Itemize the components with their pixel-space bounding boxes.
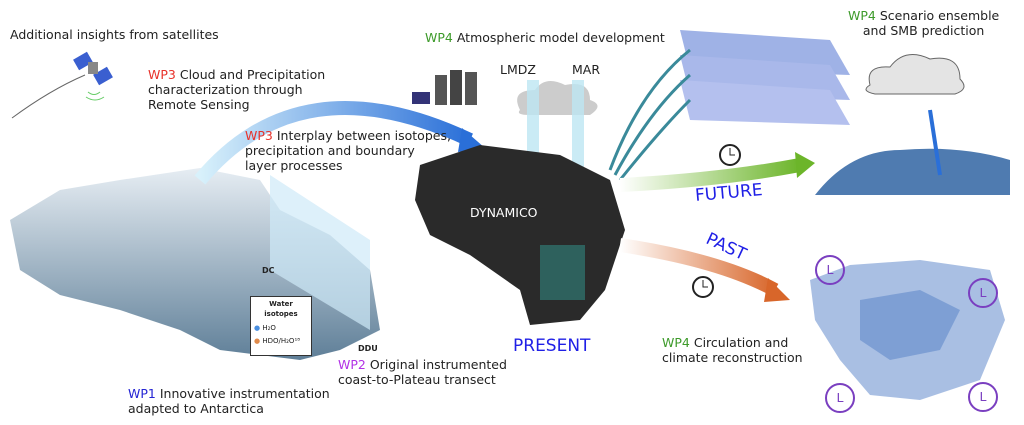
output-arrows xyxy=(608,48,692,181)
wp3-tag: WP3 xyxy=(148,67,176,82)
wp4-atmo-label: WP4 Atmospheric model development xyxy=(425,30,665,45)
past-arrow xyxy=(618,238,779,297)
wp3-interplay-label: WP3 Interplay between isotopes,precipita… xyxy=(245,128,451,173)
wp1-tag: WP1 xyxy=(128,386,156,401)
dc-station-label: DC xyxy=(262,266,275,275)
wp1-line: adapted to Antarctica xyxy=(128,401,264,416)
wp4-circulation-line: Circulation and xyxy=(693,335,789,350)
dynamico-label: DYNAMICO xyxy=(470,205,538,220)
transect-plane xyxy=(270,175,370,330)
model-layers xyxy=(680,30,850,125)
legend-item-hdo: ● HDO/H₂O¹⁸ xyxy=(254,336,311,346)
wp3-cloud-line: Remote Sensing xyxy=(148,97,250,112)
low-pressure-icon: L xyxy=(815,255,845,285)
wp3-interplay-line: Interplay between isotopes, xyxy=(276,128,451,143)
precipitation-arrow xyxy=(928,109,942,176)
wp4-atmo-text: Atmospheric model development xyxy=(456,30,665,45)
satellite-icon xyxy=(73,51,113,101)
wp4-tag: WP4 xyxy=(662,335,690,350)
wp4-tag: WP4 xyxy=(848,8,876,23)
regional-domain xyxy=(540,245,585,300)
wp4-scenario-line: Scenario ensemble xyxy=(879,8,1000,23)
wp3-tag: WP3 xyxy=(245,128,273,143)
low-pressure-icon: L xyxy=(968,382,998,412)
ddu-station-label: DDU xyxy=(358,344,378,353)
wp4-tag: WP4 xyxy=(425,30,453,45)
water-isotopes-legend: Water isotopes ● H₂O ● HDO/H₂O¹⁸ xyxy=(250,296,312,356)
legend-title: Water isotopes xyxy=(251,299,311,319)
future-arrow xyxy=(619,158,802,192)
wp4-scenario-line: and SMB prediction xyxy=(862,23,985,38)
blue-dot-icon: ● xyxy=(254,324,261,332)
orange-dot-icon: ● xyxy=(254,337,261,345)
legend-title-line: isotopes xyxy=(264,310,298,318)
clock-icon xyxy=(719,144,741,166)
wp2-line: Original instrumented xyxy=(369,357,507,372)
present-label: PRESENT xyxy=(513,336,591,356)
lmdz-label: LMDZ xyxy=(500,62,536,77)
low-pressure-icon: L xyxy=(968,278,998,308)
legend-item-label: HDO/H₂O¹⁸ xyxy=(262,337,301,345)
wp2-tag: WP2 xyxy=(338,357,366,372)
ice-sheet-cross-section xyxy=(815,148,1010,195)
legend-item-h2o: ● H₂O xyxy=(254,323,311,333)
wp3-arrow xyxy=(194,101,473,185)
legend-title-line: Water xyxy=(269,300,293,308)
wp3-cloud-line: Cloud and Precipitation xyxy=(179,67,326,82)
wp1-line: Innovative instrumentation xyxy=(159,386,330,401)
satellite-orbit xyxy=(11,74,86,119)
wp2-line: coast-to-Plateau transect xyxy=(338,372,496,387)
wp3-interplay-line: precipitation and boundary xyxy=(245,143,415,158)
wp4-circulation-line: climate reconstruction xyxy=(662,350,803,365)
snow-cloud xyxy=(865,54,965,95)
server-icon xyxy=(412,70,477,105)
low-pressure-icon: L xyxy=(825,383,855,413)
mar-label: MAR xyxy=(572,62,601,77)
satellites-label: Additional insights from satellites xyxy=(10,27,219,42)
clock-icon xyxy=(692,276,714,298)
wp3-interplay-line: layer processes xyxy=(245,158,343,173)
legend-item-label: H₂O xyxy=(262,324,276,332)
wp3-cloud-line: characterization through xyxy=(148,82,303,97)
